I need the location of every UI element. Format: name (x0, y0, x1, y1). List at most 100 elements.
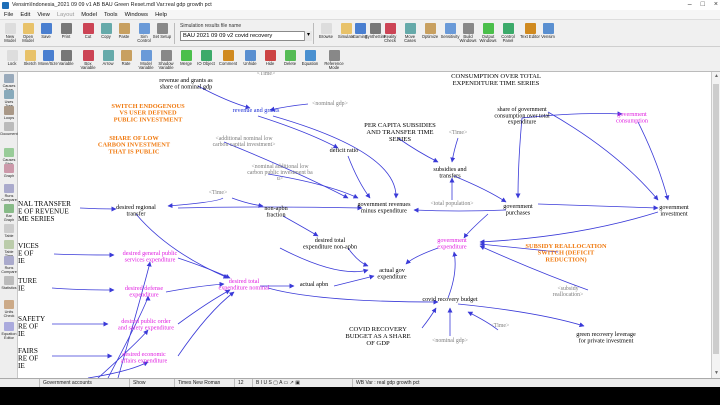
scroll-down-icon[interactable]: ▼ (714, 370, 719, 376)
tool-bar-graph-button[interactable]: Bar Graph (1, 204, 17, 222)
tb2-sketch-button[interactable]: Sketch (20, 50, 40, 66)
tool-document-button[interactable]: Document (0, 122, 18, 136)
tool-loops-button[interactable]: Loops (1, 106, 17, 120)
tb2-arrow-button[interactable]: Arrow (98, 50, 118, 66)
tb2-shadow-variable-button[interactable]: Shadow Variable (156, 50, 176, 71)
causal-arrow[interactable] (177, 257, 231, 279)
tb2-io-object-button[interactable]: IO Object (196, 50, 216, 66)
causal-arrow[interactable] (197, 85, 251, 110)
tb1r-gaming-button[interactable]: Gaming (350, 23, 370, 39)
tb1-save-button[interactable]: Save (36, 23, 56, 39)
causal-arrow[interactable] (279, 247, 369, 274)
tb2-hide-button[interactable]: Hide (260, 50, 280, 66)
causal-arrow[interactable] (282, 215, 319, 237)
show-button[interactable]: Show (130, 378, 175, 388)
tool-runs-compare-button[interactable]: Runs Compare (1, 184, 17, 202)
tool-statistics-button[interactable]: Statistics (1, 276, 17, 290)
causal-arrow[interactable] (51, 287, 115, 293)
tb1-open-model-button[interactable]: Open Model (18, 23, 38, 44)
causal-arrow[interactable] (135, 213, 229, 279)
font-size-selector[interactable]: 12 (235, 378, 253, 388)
tb2-comment-button[interactable]: Comment (218, 50, 238, 66)
causal-arrow[interactable] (167, 197, 224, 209)
var-actual-apbn[interactable]: actual apbn (300, 281, 328, 288)
causal-arrow[interactable] (267, 173, 359, 199)
causal-arrow[interactable] (107, 295, 151, 378)
tb2-merge-button[interactable]: Merge (176, 50, 196, 66)
tb2-lock-button[interactable]: Lock (2, 50, 22, 66)
tb2-box-variable-button[interactable]: Box Variable (78, 50, 98, 71)
tb2-unhide-button[interactable]: Unhide (240, 50, 260, 66)
causal-arrow[interactable] (479, 241, 559, 253)
tb1r-sensitivity-button[interactable]: Sensitivity (440, 23, 460, 39)
menu-tools[interactable]: Tools (104, 11, 118, 18)
causal-arrow[interactable] (97, 329, 149, 378)
menu-help[interactable]: Help (155, 11, 168, 18)
menu-file[interactable]: File (4, 11, 14, 18)
tb2-rate-button[interactable]: Rate (116, 50, 136, 66)
tb2-move-size-button[interactable]: Move/Size (38, 50, 58, 66)
causal-arrow[interactable] (333, 274, 375, 287)
tool-graph-button[interactable]: Graph (1, 164, 17, 178)
causal-arrow[interactable] (463, 213, 489, 239)
tb1r-optimize-button[interactable]: Optimize (420, 23, 440, 39)
menu-layout[interactable]: Layout (56, 11, 75, 18)
tb1r-synthesim-button[interactable]: SyntheSim (365, 23, 385, 39)
causal-arrow[interactable] (447, 251, 458, 299)
menu-windows[interactable]: Windows (124, 11, 149, 18)
tb1r-move-cases-button[interactable]: Move Cases (400, 23, 420, 44)
tb2-equation-button[interactable]: Equation (300, 50, 320, 66)
var-rev-grants[interactable]: revenue and grants (233, 107, 280, 114)
causal-arrow[interactable] (453, 175, 507, 203)
causal-arrow[interactable] (547, 111, 659, 201)
causal-arrow[interactable] (117, 261, 152, 378)
causal-arrow[interactable] (257, 115, 339, 149)
causal-arrow[interactable] (347, 247, 369, 267)
causal-arrow[interactable] (537, 203, 659, 211)
tool-table-button[interactable]: Table (1, 224, 17, 238)
var-time2[interactable]: <Time> (449, 130, 468, 136)
causal-arrow[interactable] (450, 137, 459, 163)
tb1-sim-control-button[interactable]: Sim Control (134, 23, 154, 44)
format-buttons[interactable]: B I U S ▢ A ▭ ↗ ▣ (253, 378, 353, 388)
causal-arrow[interactable] (637, 121, 670, 201)
causal-arrow[interactable] (269, 103, 309, 112)
tool-units-check-button[interactable]: Units Check (1, 300, 17, 318)
tb1r-output-windows-button[interactable]: Output Windows (478, 23, 498, 44)
tb1r-reality-check-button[interactable]: Reality Check (380, 23, 400, 44)
tb1-paste-button[interactable]: Paste (114, 23, 134, 39)
causal-arrow[interactable] (405, 247, 439, 265)
scroll-up-icon[interactable]: ▲ (714, 73, 719, 79)
maximize-button[interactable]: □ (700, 1, 705, 8)
causal-arrow[interactable] (515, 117, 523, 199)
causal-arrow[interactable] (421, 307, 437, 329)
font-selector[interactable]: Times New Roman (175, 378, 235, 388)
var-deficit[interactable]: deficit ratio (330, 147, 359, 154)
var-covid-budget[interactable]: covid recovery budget (422, 296, 478, 303)
causal-arrow[interactable] (347, 155, 371, 199)
tb1-new-model-button[interactable]: New Model (0, 23, 20, 44)
